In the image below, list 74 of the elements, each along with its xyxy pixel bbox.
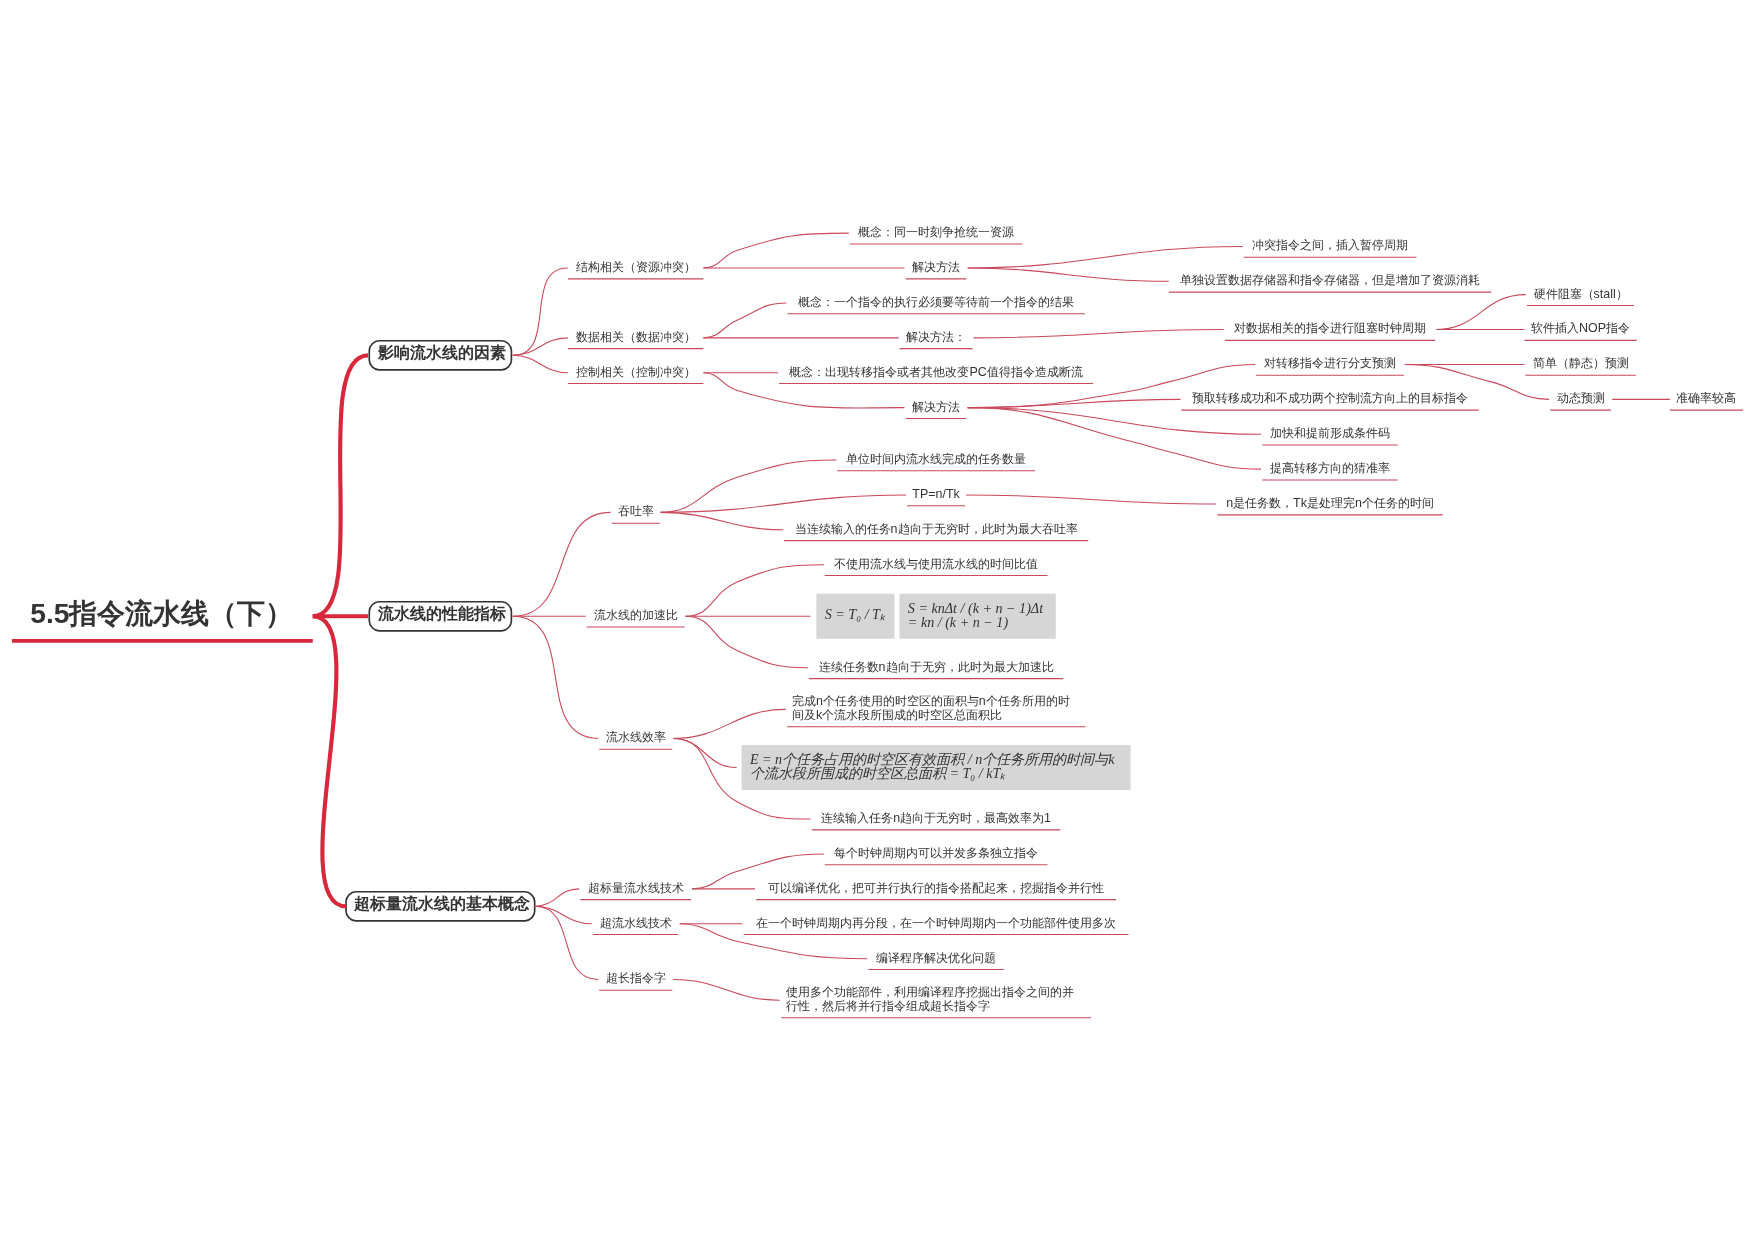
node-text: 超标量流水线技术: [587, 880, 684, 895]
node-text: 单独设置数据存储器和指令存储器，但是增加了资源消耗: [1180, 273, 1481, 288]
node-text: 每个时钟周期内可以并发多条独立指令: [834, 845, 1039, 860]
connector: [312, 353, 369, 619]
node-text: 吞吐率: [617, 504, 654, 519]
node-text: 动态预测: [1556, 391, 1605, 406]
node-text: 提高转移方向的猜准率: [1270, 461, 1391, 476]
connector: [1435, 294, 1527, 331]
connector: [534, 888, 580, 907]
node-text: 连续输入任务n趋向于无穷时，最高效率为1: [821, 810, 1052, 825]
node-box: 流水线的性能指标: [368, 600, 513, 632]
connector: [311, 614, 347, 909]
connector: [1435, 329, 1526, 331]
connector: [512, 337, 569, 356]
node-text: 软件插入NOP指令: [1531, 321, 1631, 336]
connector: [660, 511, 784, 531]
node-text: 超流水线技术: [599, 915, 672, 930]
connector: [312, 614, 369, 619]
node-text: 当连续输入的任务n趋向于无穷时，此时为最大吞吐率: [794, 521, 1078, 536]
connector: [512, 615, 599, 739]
node-text: 连续任务数n趋向于无穷，此时为最大加速比: [818, 659, 1054, 674]
node-text: 解决方法: [912, 259, 961, 274]
connector: [1404, 363, 1550, 400]
connector: [512, 511, 612, 617]
node-text: 准确率较高: [1676, 391, 1737, 406]
connector: [702, 337, 900, 339]
connector: [685, 615, 809, 669]
node-text: 冲突指令之间，插入暂停周期: [1252, 238, 1409, 253]
node-text: 对转移指令进行分支预测: [1264, 356, 1397, 371]
node-text: 超长指令字: [605, 971, 666, 986]
node-box: E = n个任务占用的时空区有效面积 / n个任务所用的时间与k个流水段所围成的时空区总面积 = T₀ / kTₖ: [741, 745, 1131, 790]
connector: [512, 267, 569, 356]
connector: [702, 372, 906, 409]
node-text: 结构相关（资源冲突）: [575, 259, 696, 274]
connector: [965, 494, 1217, 505]
node-text: 编译程序解决优化问题: [876, 950, 997, 965]
node-text: TP=n/Tk: [912, 486, 960, 501]
node-text: 预取转移成功和不成功两个控制流方向上的目标指令: [1192, 391, 1469, 406]
node-text: 数据相关（数据冲突）: [575, 329, 696, 344]
connector: [685, 564, 825, 617]
connector: [512, 354, 569, 374]
node-text: 完成n个任务使用的时空区的面积与n个任务所用的时间及k个流水段所围成的时空区总面积比: [791, 694, 1070, 723]
connector: [702, 267, 906, 269]
connector: [691, 888, 756, 890]
node-text: 概念：一个指令的执行必须要等待前一个指令的结果: [798, 294, 1075, 309]
node-box: 超标量流水线的基本概念: [345, 890, 536, 922]
node-text: 硬件阻塞（stall）: [1533, 286, 1628, 301]
node-text: 简单（静态）预测: [1532, 356, 1629, 371]
connector: [972, 329, 1225, 339]
connector: [534, 905, 599, 980]
connector: [1611, 398, 1671, 400]
node-text: 不使用流水线与使用流水线的时间比值: [834, 556, 1039, 571]
node-text: 流水线的加速比: [593, 608, 678, 623]
node-text: 流水线效率: [605, 730, 666, 745]
connector: [672, 737, 812, 820]
node-text: 控制相关（控制冲突）: [575, 364, 696, 379]
node-text: 概念：出现转移指令或者其他改变PC值得指令造成断流: [789, 364, 1083, 379]
node-text: n是任务数，Tk是处理完n个任务的时间: [1226, 495, 1434, 510]
node-text: 可以编译优化，把可并行执行的指令搭配起来，挖掘指令并行性: [768, 880, 1105, 895]
connector: [691, 853, 825, 890]
connector: [672, 978, 781, 1001]
connector: [967, 407, 1262, 470]
node-text: 使用多个功能部件，利用编译程序挖掘出指令之间的并行性，然后将并行指令组成超长指令字: [786, 985, 1075, 1014]
node-text: 加快和提前形成条件码: [1270, 426, 1391, 441]
node-text: 单位时间内流水线完成的任务数量: [846, 451, 1027, 466]
node-text: 对数据相关的指令进行阻塞时钟周期: [1234, 321, 1427, 336]
node-text: 解决方法：: [906, 329, 967, 344]
node-text: 5.5指令流水线（下）: [30, 596, 294, 629]
connector: [967, 267, 1170, 282]
node-box: 影响流水线的因素: [368, 339, 513, 371]
node-text: 在一个时钟周期内再分段，在一个时钟周期内一个功能部件使用多次: [756, 915, 1117, 930]
node-text: 解决方法: [912, 399, 961, 414]
connector: [679, 923, 868, 960]
node-text: 概念：同一时刻争抢统一资源: [858, 225, 1015, 240]
